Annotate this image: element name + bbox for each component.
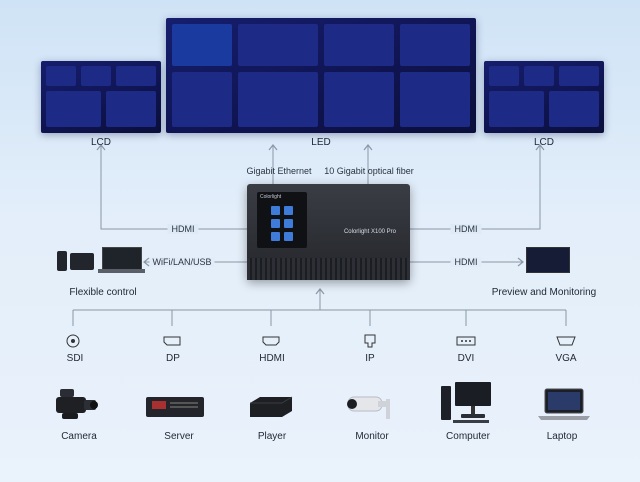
led-screen xyxy=(166,18,476,133)
video-processor-device: Colorlight Colorlight X100 Pro xyxy=(247,184,410,280)
computer-icon xyxy=(441,382,491,423)
lcd-left-label: LCD xyxy=(90,137,112,148)
dvi-port-label: DVI xyxy=(457,353,475,364)
preview-monitor xyxy=(526,247,570,273)
flexible-control-label: Flexible control xyxy=(69,287,137,298)
dp-port-label: DP xyxy=(166,353,180,364)
computer-label: Computer xyxy=(446,431,490,442)
hdmi-right-bottom-label: HDMI xyxy=(450,257,482,267)
hub-model-name: Colorlight X100 Pro xyxy=(343,229,396,235)
laptop-icon xyxy=(538,388,590,420)
lcd-right-label: LCD xyxy=(533,137,555,148)
ip-port-icon xyxy=(364,334,376,348)
gigabit-ethernet-label: Gigabit Ethernet xyxy=(246,166,312,176)
sdi-port-icon xyxy=(66,334,80,348)
vga-port-icon xyxy=(556,336,576,346)
hdmi-left-label: HDMI xyxy=(167,224,199,234)
cctv-icon xyxy=(347,396,390,419)
player-label: Player xyxy=(257,431,287,442)
dp-port-icon xyxy=(163,336,181,346)
laptop-label: Laptop xyxy=(546,431,578,442)
server-label: Server xyxy=(164,431,194,442)
led-label: LED xyxy=(311,137,331,148)
lcd-right-screen xyxy=(484,61,604,133)
wifi-lan-usb-label: WiFi/LAN/USB xyxy=(149,257,215,267)
camera-label: Camera xyxy=(61,431,97,442)
flexible-control-devices xyxy=(57,247,145,277)
hub-screen-brand: Colorlight xyxy=(260,194,282,200)
player-icon xyxy=(250,396,293,417)
sdi-port-label: SDI xyxy=(66,353,84,364)
optical-fiber-label: 10 Gigabit optical fiber xyxy=(324,166,414,176)
server-icon xyxy=(146,397,204,417)
camera-icon xyxy=(56,389,98,419)
hdmi-port-icon xyxy=(262,336,280,346)
lcd-left-screen xyxy=(41,61,161,133)
hdmi-port-label: HDMI xyxy=(259,353,285,364)
ip-port-label: IP xyxy=(365,353,375,364)
preview-monitoring-label: Preview and Monitoring xyxy=(491,287,597,298)
monitor-label: Monitor xyxy=(355,431,389,442)
dvi-port-icon xyxy=(456,336,476,346)
hub-touch-panel: Colorlight xyxy=(257,192,307,248)
vga-port-label: VGA xyxy=(555,353,577,364)
hdmi-right-top-label: HDMI xyxy=(450,224,482,234)
